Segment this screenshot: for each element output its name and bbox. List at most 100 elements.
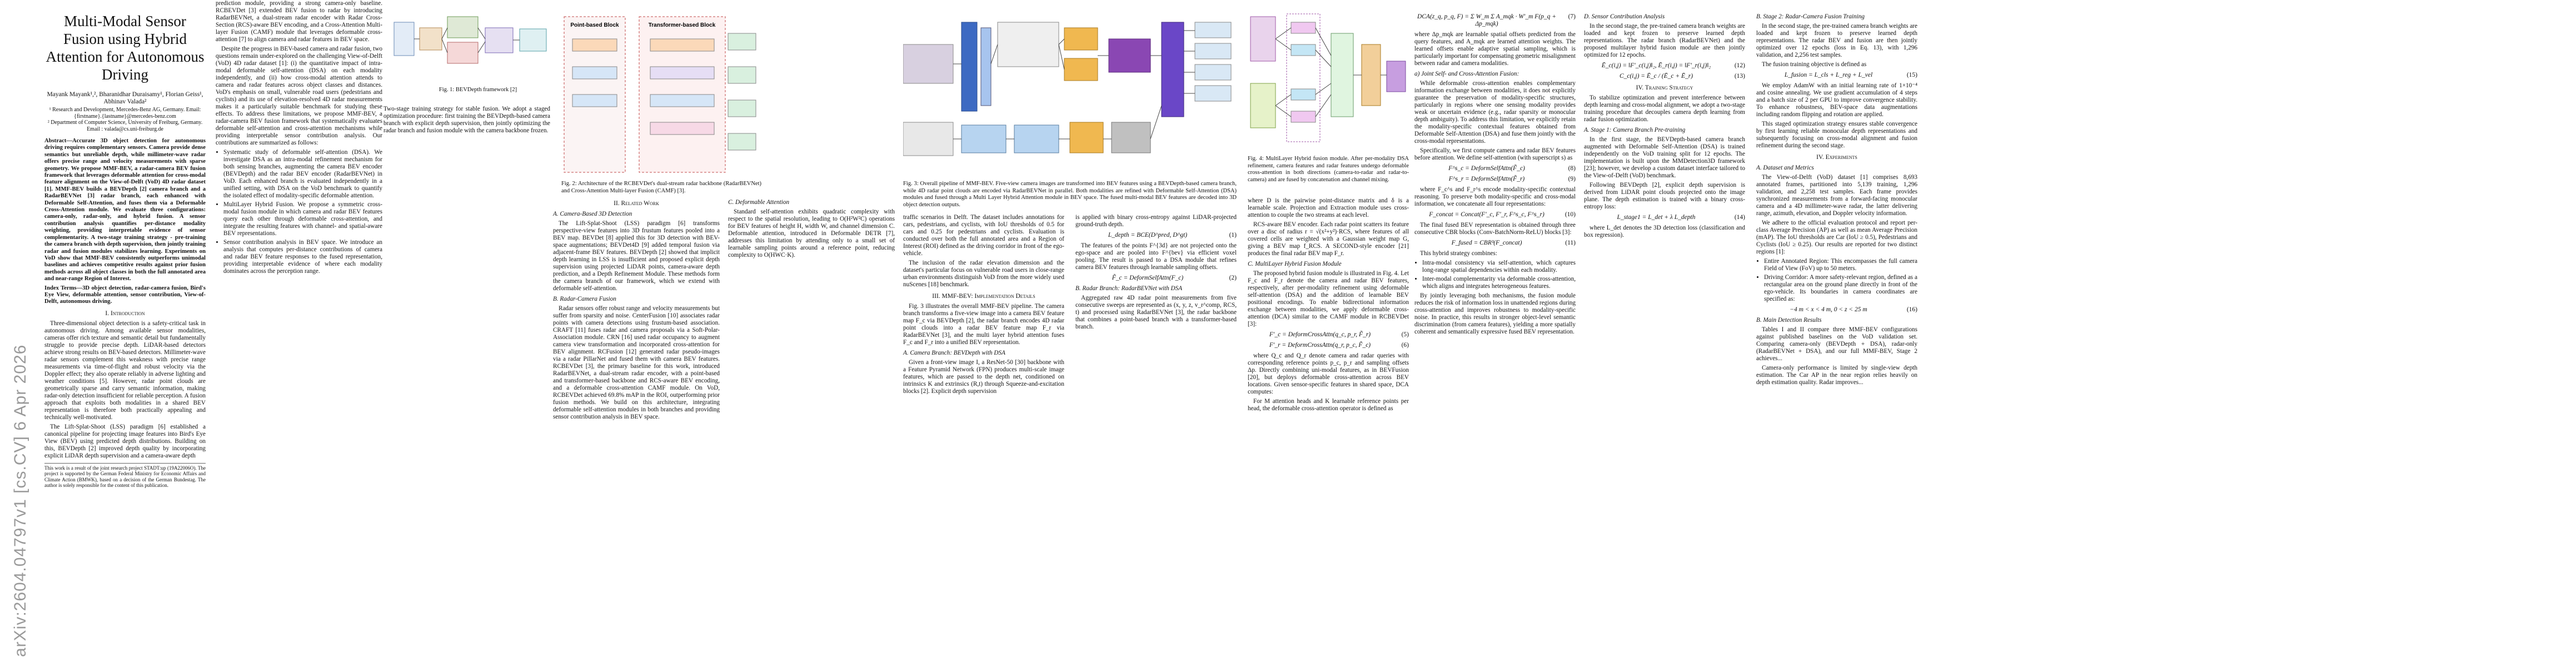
paragraph: where F_c^s and F_r^s encode modality-sp… <box>1414 186 1576 207</box>
paragraph: The fusion training objective is defined… <box>1762 61 1867 68</box>
equation: L_depth = BCE(D^pred, D^gt)(1) <box>1108 232 1237 238</box>
paragraph: To stabilize optimization and prevent in… <box>1584 94 1745 123</box>
region-list: Entire Annotated Region: This encompasse… <box>1764 258 1917 303</box>
subsection-hybrid-fusion: C. MultiLayer Hybrid Fusion Module <box>1248 261 1342 267</box>
paragraph: Standard self-attention exhibits quadrat… <box>728 208 895 258</box>
equation: F_concat = Concat(F'_c, F'_r, F^s_c, F^s… <box>1429 211 1576 218</box>
figure-1-bevdepth <box>392 11 550 84</box>
intro-paragraph-2: The Lift-Splat-Shoot (LSS) paradigm [6] … <box>44 423 206 459</box>
subsection-stage-1: A. Stage 1: Camera Branch Pre-training <box>1584 127 1686 133</box>
equation: F^s_r = DeformSelfAttn(F̃_r)(9) <box>1448 176 1576 182</box>
page1-right-column: prediction module, providing a strong ca… <box>216 0 382 277</box>
figure-3-caption: Fig. 3: Overall pipeline of MMF-BEV. Fiv… <box>903 181 1237 208</box>
subsection-radar-branch: B. Radar Branch: RadarBEVNet with DSA <box>1075 285 1183 292</box>
affiliation-2: ² Department of Computer Science, Univer… <box>47 120 203 132</box>
equation: L_stage1 = L_det + λ L_depth(14) <box>1617 214 1745 221</box>
list-item: Driving Corridor: A more safety-relevant… <box>1764 274 1917 303</box>
subsection-camera-based: A. Camera-Based 3D Detection <box>553 211 632 217</box>
page1-left-column: Multi-Modal Sensor Fusion using Hybrid A… <box>44 0 206 489</box>
contribution-list: Systematic study of deformable self-atte… <box>223 149 382 275</box>
intro-paragraph-3: prediction module, providing a strong ca… <box>216 0 382 43</box>
figure-4-caption: Fig. 4: MultiLayer Hybrid fusion module.… <box>1248 156 1409 183</box>
equation: Ē_c(i,j) = ‖F'_c(i,j)‖₂, Ē_r(i,j) = ‖F'_… <box>1601 62 1745 69</box>
subsection-dataset: A. Dataset and Metrics <box>1756 165 1814 171</box>
subsection-joint-fusion: a) Joint Self- and Cross-Attention Fusio… <box>1414 71 1519 77</box>
section-heading-introduction: I. Introduction <box>105 310 145 317</box>
hybrid-fusion-diagram <box>1250 13 1406 142</box>
paragraph: The inclusion of the radar elevation dim… <box>903 260 1064 288</box>
paragraph: The Lift-Splat-Shoot (LSS) paradigm [6] … <box>553 220 720 292</box>
paragraph: Camera-only performance is limited by si… <box>1756 365 1917 386</box>
figure-1-caption: Fig. 1: BEVDepth framework [2] <box>439 87 517 93</box>
author-list: Mayank Mayank¹,², Bharanidhar Duraisamy¹… <box>44 91 206 132</box>
subsection-deformable-attention: C. Deformable Attention <box>728 199 790 206</box>
paragraph: where L_det denotes the 3D detection los… <box>1584 225 1745 238</box>
paragraph: traffic scenarios in Delft. The dataset … <box>903 214 1064 257</box>
list-item: Entire Annotated Region: This encompasse… <box>1764 258 1917 272</box>
contribution-item: Sensor contribution analysis in BEV spac… <box>223 239 382 275</box>
equation: C_c(i,j) = Ē_c / (Ē_c + Ē_r)(13) <box>1619 73 1745 79</box>
paragraph: Following BEVDepth [2], explicit depth s… <box>1584 182 1745 210</box>
paragraph: Radar sensors offer robust range and vel… <box>553 305 720 420</box>
subsection-sensor-contribution: D. Sensor Contribution Analysis <box>1584 13 1665 20</box>
paragraph: The View-of-Delft (VoD) dataset [1] comp… <box>1756 174 1917 217</box>
paragraph: In the second stage, the pre-trained cam… <box>1584 23 1745 58</box>
list-item: Inter-modal complementarity via deformab… <box>1422 276 1576 290</box>
page1-right-column-cont: Two-stage training strategy for stable f… <box>383 106 550 137</box>
section-heading-implementation: III. MMF-BEV: Implementation Details <box>932 293 1035 300</box>
paper-title: Multi-Modal Sensor Fusion using Hybrid A… <box>46 13 205 83</box>
mmf-bev-pipeline-diagram <box>903 22 1232 156</box>
paragraph: We adhere to the official evaluation pro… <box>1756 220 1917 255</box>
intro-paragraph-1: Three-dimensional object detection is a … <box>44 320 206 421</box>
paragraph: While deformable cross-attention enables… <box>1414 80 1576 145</box>
figure-4-hybrid-fusion <box>1248 11 1409 153</box>
paragraph: Tables I and II compare three MMF-BEV co… <box>1756 326 1917 362</box>
page5-left-column: DCA(z_q, p_q, F) = Σ W_m Σ A_mqk · W'_m … <box>1414 10 1576 338</box>
page2-left-column: II. Related Work A. Camera-Based 3D Dete… <box>553 196 720 423</box>
paragraph: The final fused BEV representation is ob… <box>1414 222 1576 236</box>
paragraph: Given a front-view image I, a ResNet-50 … <box>903 359 1064 395</box>
affiliation-1: ¹ Research and Development, Mercedes-Ben… <box>49 107 201 120</box>
intro-paragraph-4: Despite the progress in BEV-based camera… <box>216 46 382 146</box>
paragraph: This hybrid strategy combines: <box>1420 250 1497 257</box>
equation: F'_c = DeformCrossAttn(q_c, p_r, F̃_r)(5… <box>1269 331 1409 338</box>
paragraph: where D is the pairwise point-distance m… <box>1248 197 1409 218</box>
equation: DCA(z_q, p_q, F) = Σ W_m Σ A_mqk · W'_m … <box>1417 13 1576 27</box>
page3-right-column: is applied with binary cross-entropy aga… <box>1075 214 1237 333</box>
list-item: Intra-modal consistency via self-attenti… <box>1422 260 1576 274</box>
paragraph: where Δp_mqk are learnable spatial offse… <box>1414 31 1576 67</box>
contribution-item: MultiLayer Hybrid Fusion. We propose a s… <box>223 201 382 237</box>
page2-right-column: C. Deformable Attention Standard self-at… <box>728 196 895 261</box>
page-1: Multi-Modal Sensor Fusion using Hybrid A… <box>44 0 389 667</box>
paragraph: Aggregated raw 4D radar point measuremen… <box>1075 295 1237 330</box>
figure-3-pipeline <box>903 11 1237 178</box>
equation: −4 m < x < 4 m, 0 < z < 25 m(16) <box>1790 306 1917 313</box>
section-heading-related-work: II. Related Work <box>614 200 659 207</box>
subsection-main-results: B. Main Detection Results <box>1756 317 1822 323</box>
page4-left-column: where D is the pairwise point-distance m… <box>1248 197 1409 415</box>
paragraph: This staged optimization strategy ensure… <box>1756 121 1917 149</box>
page6-left-column: B. Stage 2: Radar-Camera Fusion Training… <box>1756 10 1917 389</box>
paragraph: For M attention heads and K learnable re… <box>1248 398 1409 412</box>
paragraph: where Q_c and Q_r denote camera and rada… <box>1248 352 1409 395</box>
subsection-camera-branch: A. Camera Branch: BEVDepth with DSA <box>903 350 1005 356</box>
equation: F_fused = CBR³(F_concat)(11) <box>1451 240 1576 246</box>
funding-footnote: This work is a result of the joint resea… <box>44 462 206 489</box>
section-heading-training: IV. Training Strategy <box>1636 84 1693 91</box>
paragraph: RCS-aware BEV encoder. Each radar point … <box>1248 221 1409 257</box>
page5-right-column: D. Sensor Contribution Analysis In the s… <box>1584 10 1745 241</box>
paragraph: Specifically, we first compute camera an… <box>1414 147 1576 161</box>
contribution-item-continued: Two-stage training strategy for stable f… <box>383 106 550 134</box>
paragraph: The features of the points F^{3d} are no… <box>1075 242 1237 271</box>
paragraph: The proposed hybrid fusion module is ill… <box>1248 270 1409 327</box>
svg-text:Transformer-based Block: Transformer-based Block <box>649 22 716 28</box>
equation: F^s_c = DeformSelfAttn(F̃_c)(8) <box>1448 165 1576 172</box>
equation: F̃_c = DeformSelfAttn(F_c)(2) <box>1112 275 1237 281</box>
rcbevdet-diagram: Point-based Block Transformer-based Bloc… <box>564 16 756 173</box>
arxiv-identifier: arXiv:2604.04797v1 [cs.CV] 6 Apr 2026 <box>11 344 29 657</box>
svg-text:Point-based Block: Point-based Block <box>570 22 619 28</box>
abstract: Abstract—Accurate 3D object detection fo… <box>44 138 206 282</box>
page3-left-column: traffic scenarios in Delft. The dataset … <box>903 214 1064 397</box>
paragraph: We employ AdamW with an initial learning… <box>1756 82 1917 118</box>
paragraph: In the first stage, the BEVDepth-based c… <box>1584 136 1745 179</box>
